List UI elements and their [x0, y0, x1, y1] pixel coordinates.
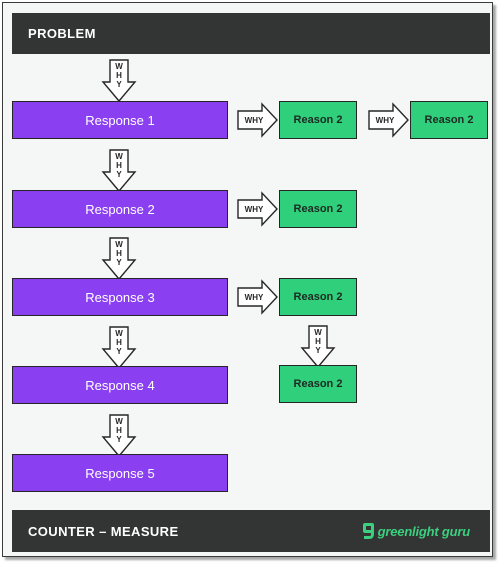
- response-2-label: Response 2: [85, 201, 155, 217]
- svg-text:H: H: [116, 71, 122, 80]
- greenlight-guru-logo-icon: [362, 523, 374, 539]
- svg-text:Y: Y: [116, 170, 122, 179]
- svg-text:Y: Y: [116, 435, 122, 444]
- brand-name: greenlight guru: [377, 523, 471, 539]
- svg-text:H: H: [315, 337, 321, 346]
- svg-text:Y: Y: [116, 347, 122, 356]
- why-down-arrow-4: W H Y: [101, 326, 137, 370]
- reason-row1-a-label: Reason 2: [293, 114, 343, 126]
- svg-text:WHY: WHY: [245, 293, 264, 302]
- svg-text:W: W: [115, 417, 123, 426]
- svg-text:WHY: WHY: [245, 116, 264, 125]
- counter-measure-title: COUNTER – MEASURE: [28, 523, 179, 539]
- why-down-arrow-2: W H Y: [101, 149, 137, 193]
- why-down-arrow-6: W H Y: [300, 325, 336, 369]
- diagram-frame: PROBLEM W H Y Response 1 W H Y Response …: [2, 2, 493, 557]
- reason-row3-label: Reason 2: [293, 291, 343, 303]
- svg-text:H: H: [116, 426, 122, 435]
- greenlight-guru-logo: greenlight guru: [361, 522, 470, 540]
- svg-text:W: W: [314, 328, 322, 337]
- svg-text:Y: Y: [315, 346, 321, 355]
- svg-text:W: W: [115, 329, 123, 338]
- reason-row2-label: Reason 2: [293, 203, 343, 215]
- response-4: Response 4: [12, 366, 228, 404]
- svg-text:H: H: [116, 161, 122, 170]
- svg-text:Y: Y: [116, 80, 122, 89]
- svg-text:W: W: [115, 62, 123, 71]
- response-4-label: Response 4: [85, 377, 155, 393]
- response-1-label: Response 1: [85, 112, 155, 128]
- svg-text:W: W: [115, 240, 123, 249]
- reason-row3: Reason 2: [279, 278, 357, 316]
- problem-title: PROBLEM: [28, 26, 96, 41]
- reason-row1-b: Reason 2: [410, 101, 488, 139]
- response-1: Response 1: [12, 101, 228, 139]
- response-3-label: Response 3: [85, 289, 155, 305]
- why-down-arrow-1: W H Y: [101, 59, 137, 103]
- reason-row2: Reason 2: [279, 190, 357, 228]
- reason-row1-a: Reason 2: [279, 101, 357, 139]
- response-5: Response 5: [12, 454, 228, 492]
- svg-text:W: W: [115, 152, 123, 161]
- svg-text:H: H: [116, 249, 122, 258]
- why-down-arrow-5: W H Y: [101, 414, 137, 458]
- svg-text:H: H: [116, 338, 122, 347]
- why-down-arrow-3: W H Y: [101, 237, 137, 281]
- response-3: Response 3: [12, 278, 228, 316]
- response-2: Response 2: [12, 190, 228, 228]
- svg-text:WHY: WHY: [245, 205, 264, 214]
- svg-text:WHY: WHY: [376, 116, 395, 125]
- why-right-arrow-2: WHY: [368, 102, 409, 138]
- why-right-arrow-4: WHY: [237, 279, 278, 315]
- svg-text:Y: Y: [116, 258, 122, 267]
- reason-row4: Reason 2: [279, 365, 357, 403]
- reason-row4-label: Reason 2: [293, 378, 343, 390]
- reason-row1-b-label: Reason 2: [424, 114, 474, 126]
- counter-measure-footer: COUNTER – MEASURE greenlight guru: [12, 510, 490, 552]
- response-5-label: Response 5: [85, 465, 155, 481]
- why-right-arrow-3: WHY: [237, 191, 278, 227]
- problem-header: PROBLEM: [12, 13, 490, 54]
- why-right-arrow-1: WHY: [237, 102, 278, 138]
